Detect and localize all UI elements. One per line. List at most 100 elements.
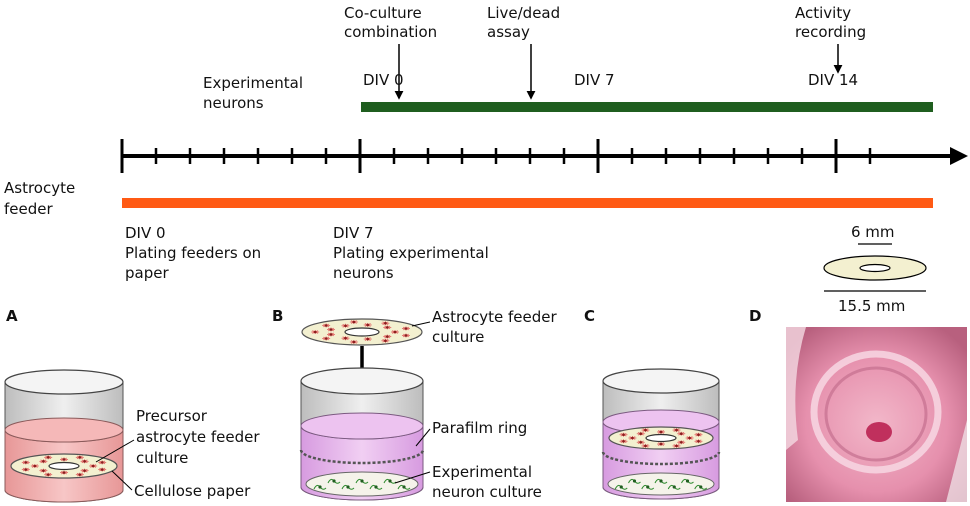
neuron xyxy=(341,484,355,490)
astrocyte-cell xyxy=(694,432,703,437)
panel-b-feeder xyxy=(301,318,423,346)
panel-d-letter: D xyxy=(749,307,761,325)
neuron xyxy=(355,478,369,484)
astrocyte-cell xyxy=(391,330,399,334)
panel-a-leader-2 xyxy=(111,470,133,491)
panel-a-label-1: Precursor xyxy=(136,407,208,425)
panel-b-bottom xyxy=(305,471,419,497)
neuron xyxy=(614,484,628,490)
panel-d-photo xyxy=(786,327,967,502)
neuron xyxy=(641,484,655,490)
astrocyte-cell xyxy=(322,323,331,328)
event-activity-line2: recording xyxy=(795,23,866,41)
astrocyte-cell xyxy=(75,472,84,477)
neuron xyxy=(654,478,668,484)
event-activity-line1: Activity xyxy=(795,4,851,22)
astrocyte-cell xyxy=(39,459,48,464)
photo-glare-left xyxy=(786,327,806,450)
astrocyte-cell xyxy=(657,429,665,434)
panel-a-rim xyxy=(4,369,124,395)
astrocyte-cell xyxy=(363,322,372,327)
neuron xyxy=(383,478,397,484)
astrocyte-cell xyxy=(619,439,628,444)
astrocyte-cell xyxy=(80,468,89,473)
panel-b-astrocyte-cells xyxy=(311,320,410,344)
astrocyte-cell xyxy=(383,334,392,339)
astrocyte-cell xyxy=(349,339,358,344)
panel-b-rim xyxy=(300,367,424,395)
astrocyte-cell xyxy=(39,468,48,473)
astrocyte-cell xyxy=(383,325,392,330)
lower-div-0: DIV 0 xyxy=(125,224,166,242)
astrocyte-cell xyxy=(636,440,645,445)
astrocyte-cell xyxy=(341,323,350,328)
astrocyte-cell xyxy=(657,442,665,447)
upper-div-7: DIV 7 xyxy=(574,71,615,89)
astrocyte-cell xyxy=(311,330,320,334)
panel-a-label-4: Cellulose paper xyxy=(134,482,251,500)
neuron xyxy=(667,484,681,490)
astrocyte-cell xyxy=(685,436,694,440)
astrocyte-feeder-bar xyxy=(122,198,933,208)
upper-div-14: DIV 14 xyxy=(808,71,858,89)
panel-a-paper-hole xyxy=(48,461,80,471)
astrocyte-cell xyxy=(80,459,89,464)
event-live-dead-line2: assay xyxy=(487,23,530,41)
astrocyte-cell xyxy=(694,439,703,444)
astrocyte-cell xyxy=(363,337,372,342)
astrocyte-cell xyxy=(21,460,30,465)
experimental-label-line2: neurons xyxy=(203,94,264,112)
lower-div-7-line2: neurons xyxy=(333,264,394,282)
astrocyte-cell xyxy=(677,440,686,445)
astrocyte-cell xyxy=(21,467,30,472)
experimental-neurons-bar xyxy=(361,102,933,112)
astrocyte-cell xyxy=(641,443,650,448)
panel-a-well xyxy=(4,369,124,503)
panel-b-letter: B xyxy=(272,307,283,325)
panel-c-feeder-hole xyxy=(645,433,677,443)
neuron xyxy=(313,484,327,490)
event-co-culture-line2: combination xyxy=(344,23,437,41)
lower-div-7: DIV 7 xyxy=(333,224,374,242)
photo-paper-dot xyxy=(866,422,892,442)
astrocyte-cell xyxy=(30,464,39,468)
astrocyte-cell xyxy=(60,457,68,462)
astrocyte-label-line2: feeder xyxy=(4,200,53,218)
panel-a-label-2: astrocyte feeder xyxy=(136,428,260,446)
panel-b-leader-3 xyxy=(394,471,431,484)
event-live-dead: Live/dead assay xyxy=(487,4,560,100)
neuron xyxy=(681,478,694,484)
astrocyte-cell xyxy=(75,455,84,460)
ring-dimensions: 6 mm 15.5 mm xyxy=(823,223,927,315)
panel-b-label-4: Experimental xyxy=(432,463,532,481)
ring-outer-dim: 15.5 mm xyxy=(838,297,905,315)
timeline-axis xyxy=(120,139,968,173)
panel-c-neurons xyxy=(614,478,708,490)
astrocyte-cell xyxy=(672,443,681,448)
panel-b-leader-1 xyxy=(411,321,431,327)
astrocyte-cell xyxy=(677,431,686,436)
astrocyte-cell xyxy=(326,332,335,337)
photo-well-inner xyxy=(824,366,928,462)
panel-b-label-3: Parafilm ring xyxy=(432,419,527,437)
axis-arrowhead xyxy=(950,147,968,165)
event-co-culture-line1: Co-culture xyxy=(344,4,422,22)
panel-b-feeder-hole xyxy=(344,327,380,337)
astrocyte-cell xyxy=(322,336,331,341)
neuron xyxy=(327,478,341,484)
astrocyte-label-line1: Astrocyte xyxy=(4,179,75,197)
astrocyte-cell xyxy=(60,470,68,475)
upper-div-0: DIV 0 xyxy=(363,71,404,89)
panel-b-leader-2 xyxy=(415,428,431,447)
astrocyte-cell xyxy=(44,455,53,460)
neuron xyxy=(397,484,411,490)
event-activity: Activity recording xyxy=(795,4,866,74)
neuron xyxy=(694,484,708,490)
astrocyte-cell xyxy=(341,336,350,341)
experimental-label-line1: Experimental xyxy=(203,74,303,92)
event-live-dead-line1: Live/dead xyxy=(487,4,560,22)
panel-a-label-3: culture xyxy=(136,449,188,467)
astrocyte-cell xyxy=(401,326,410,331)
panel-b-neurons xyxy=(313,478,411,490)
